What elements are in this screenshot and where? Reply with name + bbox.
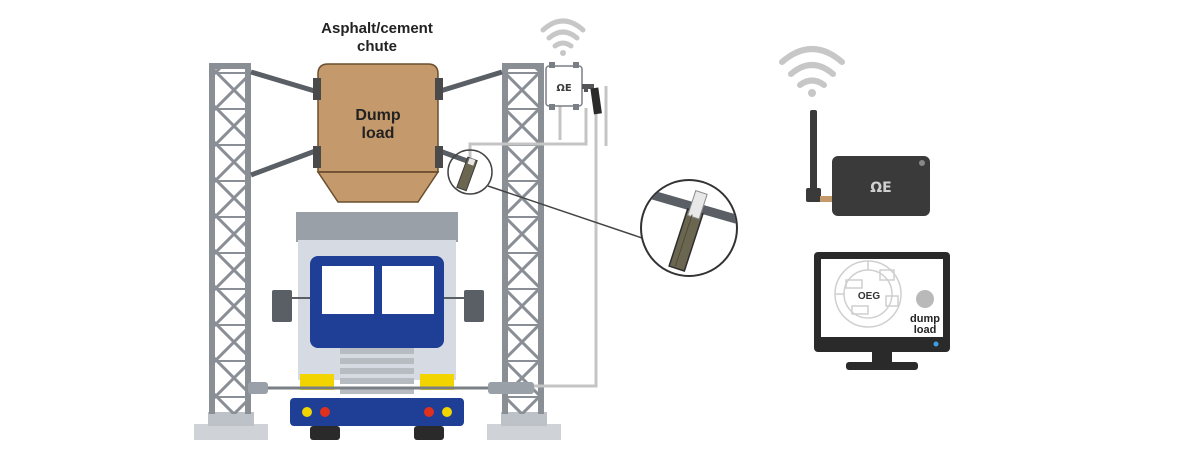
wireless-gateway: ΩE: [806, 110, 930, 216]
right-tower: [487, 63, 561, 440]
hopper-label-line1: Dump: [355, 107, 401, 124]
hopper-label-line2: load: [362, 125, 395, 142]
wifi-icon: [779, 46, 845, 97]
wireless-transmitter: ΩE: [545, 62, 602, 115]
left-tower: [194, 63, 268, 440]
sensor-cables: [468, 86, 608, 388]
monitor-device-graphic: [834, 260, 902, 328]
status-indicator: [916, 290, 934, 308]
sensor-zoom-inset: [640, 179, 738, 277]
lower-beam: [248, 382, 534, 394]
hopper: Dump load: [313, 63, 443, 203]
monitor: OEG dump load: [814, 252, 950, 370]
cable-sensor: [447, 149, 493, 195]
wifi-icon: [540, 18, 586, 56]
monitor-status-line1: dump: [910, 313, 940, 325]
truck: [272, 212, 484, 440]
chute-title-line2: chute: [357, 38, 397, 55]
support-arms: [250, 69, 503, 178]
monitor-brand-label: OEG: [858, 291, 880, 302]
chute-title-line1: Asphalt/cement: [321, 20, 433, 37]
zoom-leader-line: [487, 185, 649, 241]
monitor-status-line2: load: [914, 324, 937, 336]
transmitter-logo: ΩE: [556, 83, 572, 94]
gateway-logo: ΩE: [870, 180, 891, 196]
